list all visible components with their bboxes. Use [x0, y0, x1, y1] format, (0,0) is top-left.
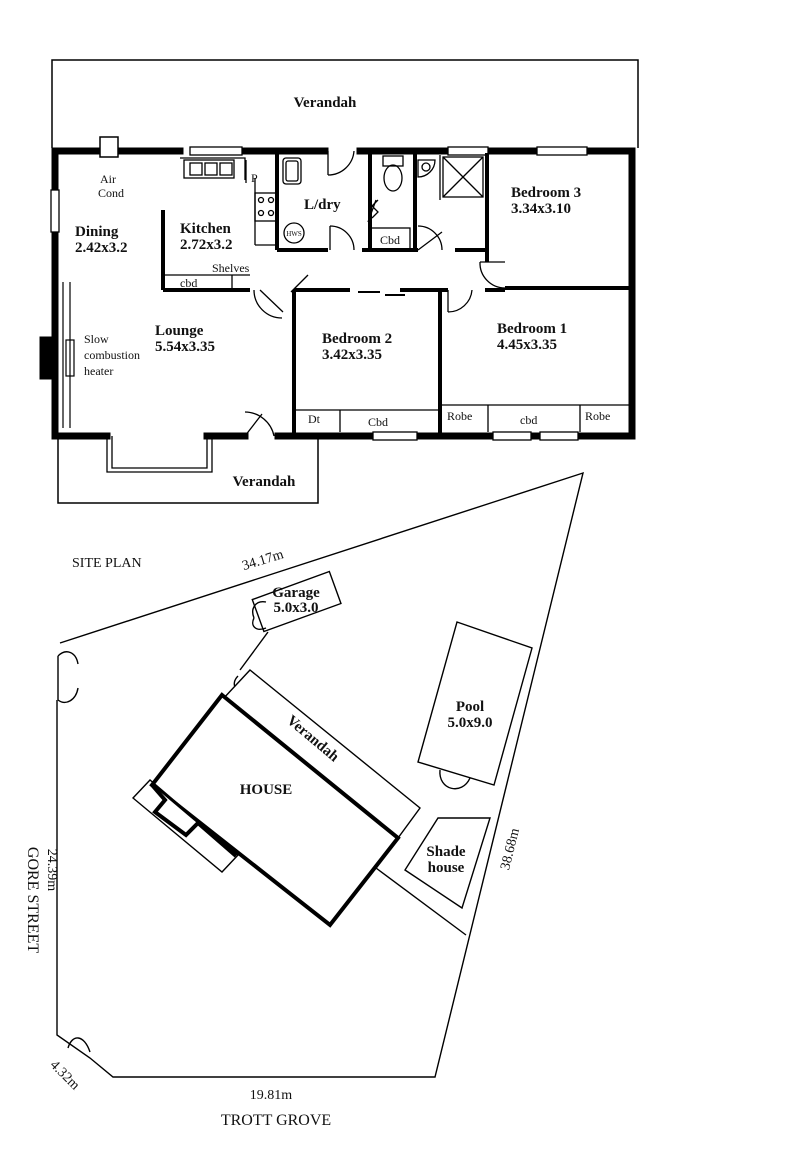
door-swings — [244, 150, 506, 437]
shade-house-line1: Shade — [426, 844, 466, 860]
bottom-street-label: TROTT GROVE — [221, 1112, 331, 1129]
dining-size: 2.42x3.2 — [75, 240, 128, 256]
air-cond-box — [99, 136, 119, 158]
shelves-label: Shelves — [212, 261, 250, 275]
bottom-boundary-label: 19.81m — [250, 1088, 293, 1103]
verandah-bottom-label: Verandah — [233, 474, 296, 490]
property-boundary — [56, 471, 584, 1078]
garage-size: 5.0x3.0 — [274, 600, 319, 616]
laundry-cbd-label: Cbd — [380, 233, 400, 247]
kitchen-name: Kitchen — [180, 221, 231, 237]
shade-house-outline — [404, 817, 491, 910]
house-outline — [131, 779, 240, 873]
site-plan-title: SITE PLAN — [72, 556, 142, 571]
pantry-label: P — [251, 171, 258, 185]
heater-label-line2: combustion — [84, 348, 140, 362]
kitchen-cbd-label: cbd — [180, 276, 197, 290]
verandah-top-label: Verandah — [294, 95, 357, 111]
corner-boundary-label: 4.32m — [47, 1058, 83, 1094]
verandah-top-outline — [51, 59, 639, 148]
bedroom3-size: 3.34x3.10 — [511, 201, 571, 217]
shade-house-line2: house — [428, 860, 465, 876]
bedroom1-cbd-label: cbd — [520, 413, 537, 427]
left-gate — [57, 651, 79, 704]
house-label: HOUSE — [240, 782, 293, 798]
pool-size: 5.0x9.0 — [448, 715, 493, 731]
bedroom3-name: Bedroom 3 — [511, 185, 581, 201]
dining-name: Dining — [75, 224, 119, 240]
top-boundary-label: 34.17m — [241, 547, 286, 574]
garage — [251, 570, 342, 633]
bedroom2-size: 3.42x3.35 — [322, 347, 382, 363]
left-street-label: GORE STREET — [24, 847, 41, 953]
floor-plan-labels: Verandah Verandah Air Cond Dining 2.42x3… — [75, 95, 610, 490]
floor-plan — [39, 59, 639, 504]
corner-gate — [67, 1037, 91, 1053]
kitchen-size: 2.72x3.2 — [180, 237, 233, 253]
hot-water-label: HWS — [286, 230, 302, 238]
pool — [417, 621, 533, 790]
bedroom2-name: Bedroom 2 — [322, 331, 392, 347]
side-fence — [375, 867, 467, 936]
laundry-fittings — [282, 157, 411, 251]
bedroom2-cbd-label: Cbd — [368, 415, 388, 429]
robe-right-label: Robe — [585, 409, 610, 423]
heater-label-line1: Slow — [84, 332, 109, 346]
laundry-label: L/dry — [304, 197, 341, 213]
bathroom-fittings — [417, 155, 484, 200]
robe-left-label: Robe — [447, 409, 472, 423]
heater-detail — [62, 282, 75, 428]
house-porch — [150, 783, 238, 858]
toilet — [382, 155, 404, 192]
kitchen-fittings — [165, 157, 278, 290]
path-garage-house — [239, 631, 269, 671]
lounge-size: 5.54x3.35 — [155, 339, 215, 355]
bedroom1-name: Bedroom 1 — [497, 321, 567, 337]
windows — [50, 146, 588, 441]
bedroom1-size: 4.45x3.35 — [497, 337, 557, 353]
left-boundary-label: 24.39m — [44, 849, 59, 892]
air-cond-label-line2: Cond — [98, 186, 124, 200]
heater-label-line3: heater — [84, 364, 113, 378]
bedroom2-wardrobes — [296, 409, 438, 432]
lounge-name: Lounge — [155, 323, 204, 339]
right-boundary-label: 38.68m — [498, 827, 523, 872]
sliding-door — [358, 291, 405, 296]
site-plan — [56, 471, 584, 1078]
garage-door — [252, 601, 267, 630]
bedroom1-wardrobes — [442, 404, 630, 432]
bay-window — [106, 436, 213, 473]
chimney — [39, 336, 56, 380]
air-cond-label-line1: Air — [100, 172, 116, 186]
verandah-bottom-outline — [57, 438, 319, 504]
house-main — [149, 692, 401, 928]
pool-name: Pool — [456, 699, 484, 715]
garage-name: Garage — [272, 585, 320, 601]
bedroom2-dt-label: Dt — [308, 412, 321, 426]
